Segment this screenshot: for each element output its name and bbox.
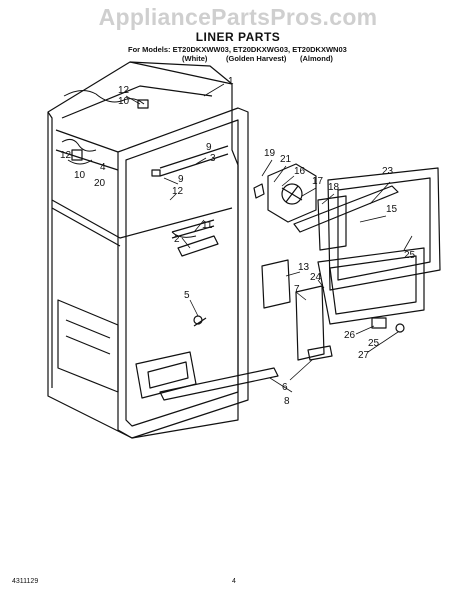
color-white: (White) [182, 54, 208, 63]
color-almond: (Almond) [300, 54, 333, 63]
callout-4: 4 [100, 162, 106, 173]
callout-7: 7 [294, 284, 300, 295]
callout-12c: 12 [60, 150, 72, 161]
watermark: AppliancePartsPros.com [98, 4, 378, 30]
callout-26: 26 [344, 330, 356, 341]
callout-17: 17 [312, 176, 324, 187]
callout-6: 6 [282, 382, 288, 393]
color-golden-harvest: (Golden Harvest) [226, 54, 287, 63]
callout-19: 19 [264, 148, 276, 159]
liner-frame [117, 107, 249, 439]
callout-24: 24 [310, 272, 322, 283]
callout-25b: 25 [368, 338, 380, 349]
callout-23: 23 [382, 166, 394, 177]
trim-strip [159, 367, 279, 401]
footer-page: 4 [232, 578, 236, 585]
callout-27: 27 [358, 350, 370, 361]
callout-10b: 10 [74, 170, 86, 181]
footer-code: 4311129 [12, 578, 39, 585]
callout-18: 18 [328, 182, 340, 193]
callout-3: 3 [210, 153, 216, 164]
callout-11: 11 [202, 220, 213, 231]
callout-10: 10 [118, 96, 130, 107]
callout-1: 1 [228, 76, 234, 87]
callout-9b: 9 [178, 174, 184, 185]
callout-15: 15 [386, 204, 398, 215]
page-title: LINER PARTS [195, 30, 281, 44]
callout-16: 16 [294, 166, 306, 177]
callout-20: 20 [94, 178, 106, 189]
callout-12b: 12 [172, 186, 184, 197]
evaporator-cover [327, 167, 441, 291]
callout-8: 8 [284, 396, 290, 407]
callout-12: 12 [118, 85, 130, 96]
models-line: For Models: ET20DKXWW03, ET20DKXWG03, ET… [128, 45, 347, 54]
callout-5: 5 [184, 290, 190, 301]
callout-25: 25 [404, 250, 416, 261]
callout-2: 2 [174, 234, 180, 245]
callout-13: 13 [298, 262, 310, 273]
callout-21: 21 [280, 154, 292, 165]
callout-9: 9 [206, 142, 212, 153]
